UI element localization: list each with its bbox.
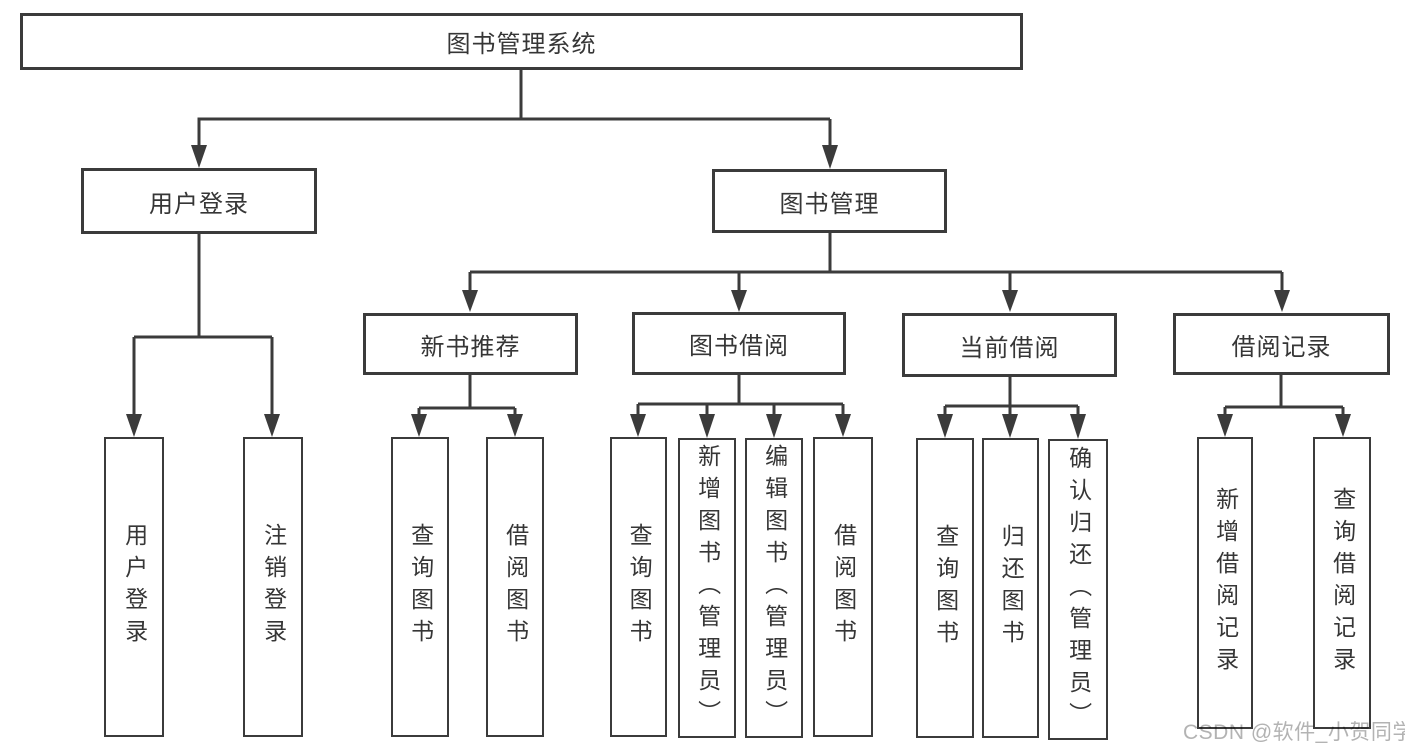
connector-book-borrow-children xyxy=(630,375,851,438)
arrow-down-icon xyxy=(766,414,782,438)
node-label: 图书借阅 xyxy=(689,333,789,360)
arrow-down-icon xyxy=(411,414,427,437)
arrow-down-icon xyxy=(822,145,838,169)
node-label: 借阅图书 xyxy=(502,523,529,651)
arrow-down-icon xyxy=(264,414,280,437)
node-new-book-recommend: 新书推荐 xyxy=(363,313,578,375)
arrow-down-icon xyxy=(1335,414,1351,437)
arrow-down-icon xyxy=(1070,414,1086,439)
arrow-down-icon xyxy=(1002,290,1018,312)
node-leaf-logout: 注销登录 xyxy=(243,437,303,737)
node-label: 归还图书 xyxy=(998,524,1025,652)
arrow-down-icon xyxy=(1217,414,1233,437)
connector-user-login-children xyxy=(126,234,280,437)
node-label: 图书管理 xyxy=(779,190,880,218)
node-leaf-query-books-3: 查询图书 xyxy=(916,438,974,738)
node-leaf-borrow-books-1: 借阅图书 xyxy=(486,437,544,737)
csdn-watermark: CSDN @软件_小贺同学 xyxy=(1183,721,1405,744)
node-label: 查询借阅记录 xyxy=(1329,487,1356,679)
arrow-down-icon xyxy=(937,414,953,438)
arrow-down-icon xyxy=(1002,414,1018,438)
node-label: 新增借阅记录 xyxy=(1212,487,1239,679)
node-leaf-add-books-admin: 新增图书（管理员） xyxy=(678,438,736,738)
arrow-down-icon xyxy=(191,145,207,168)
node-label: 用户登录 xyxy=(121,523,148,651)
node-leaf-edit-books-admin: 编辑图书（管理员） xyxy=(745,438,803,738)
node-root-system: 图书管理系统 xyxy=(20,13,1023,70)
node-leaf-borrow-books-2: 借阅图书 xyxy=(813,437,873,737)
arrow-down-icon xyxy=(507,414,523,437)
node-leaf-user-login: 用户登录 xyxy=(104,437,164,737)
node-label: 查询图书 xyxy=(626,523,653,651)
connector-borrow-records-children xyxy=(1217,375,1351,437)
node-leaf-query-books-1: 查询图书 xyxy=(391,437,449,737)
node-book-borrowing: 图书借阅 xyxy=(632,312,846,375)
node-borrow-records: 借阅记录 xyxy=(1173,313,1390,375)
node-label: 查询图书 xyxy=(932,524,959,652)
node-label: 用户登录 xyxy=(149,190,249,218)
node-label: 新增图书（管理员） xyxy=(694,444,721,732)
arrow-down-icon xyxy=(1274,290,1290,312)
node-leaf-query-borrow-record: 查询借阅记录 xyxy=(1313,437,1371,729)
node-label: 当前借阅 xyxy=(959,334,1060,362)
node-current-borrowing: 当前借阅 xyxy=(902,313,1117,377)
connector-new-books-children xyxy=(411,375,523,437)
node-label: 图书管理系统 xyxy=(446,31,597,58)
arrow-down-icon xyxy=(731,290,747,312)
node-label: 借阅记录 xyxy=(1231,333,1332,361)
connector-current-borrow-children xyxy=(937,377,1086,439)
arrow-down-icon xyxy=(630,414,646,437)
node-leaf-query-books-2: 查询图书 xyxy=(610,437,667,737)
node-label: 借阅图书 xyxy=(830,523,857,651)
arrow-down-icon xyxy=(462,290,478,312)
node-leaf-confirm-return-admin: 确认归还（管理员） xyxy=(1048,439,1108,740)
arrow-down-icon xyxy=(126,414,142,437)
node-leaf-return-books: 归还图书 xyxy=(982,438,1039,738)
node-label: 注销登录 xyxy=(260,523,287,651)
node-book-management: 图书管理 xyxy=(712,169,947,233)
connector-book-mgmt-to-level3 xyxy=(462,233,1290,312)
node-user-login: 用户登录 xyxy=(81,168,317,234)
node-label: 新书推荐 xyxy=(420,333,521,361)
arrow-down-icon xyxy=(699,414,715,438)
node-leaf-add-borrow-record: 新增借阅记录 xyxy=(1197,437,1253,729)
arrow-down-icon xyxy=(835,414,851,437)
connector-root-to-level2 xyxy=(191,70,838,169)
node-label: 编辑图书（管理员） xyxy=(761,444,788,732)
node-label: 查询图书 xyxy=(407,523,434,651)
node-label: 确认归还（管理员） xyxy=(1065,445,1092,734)
